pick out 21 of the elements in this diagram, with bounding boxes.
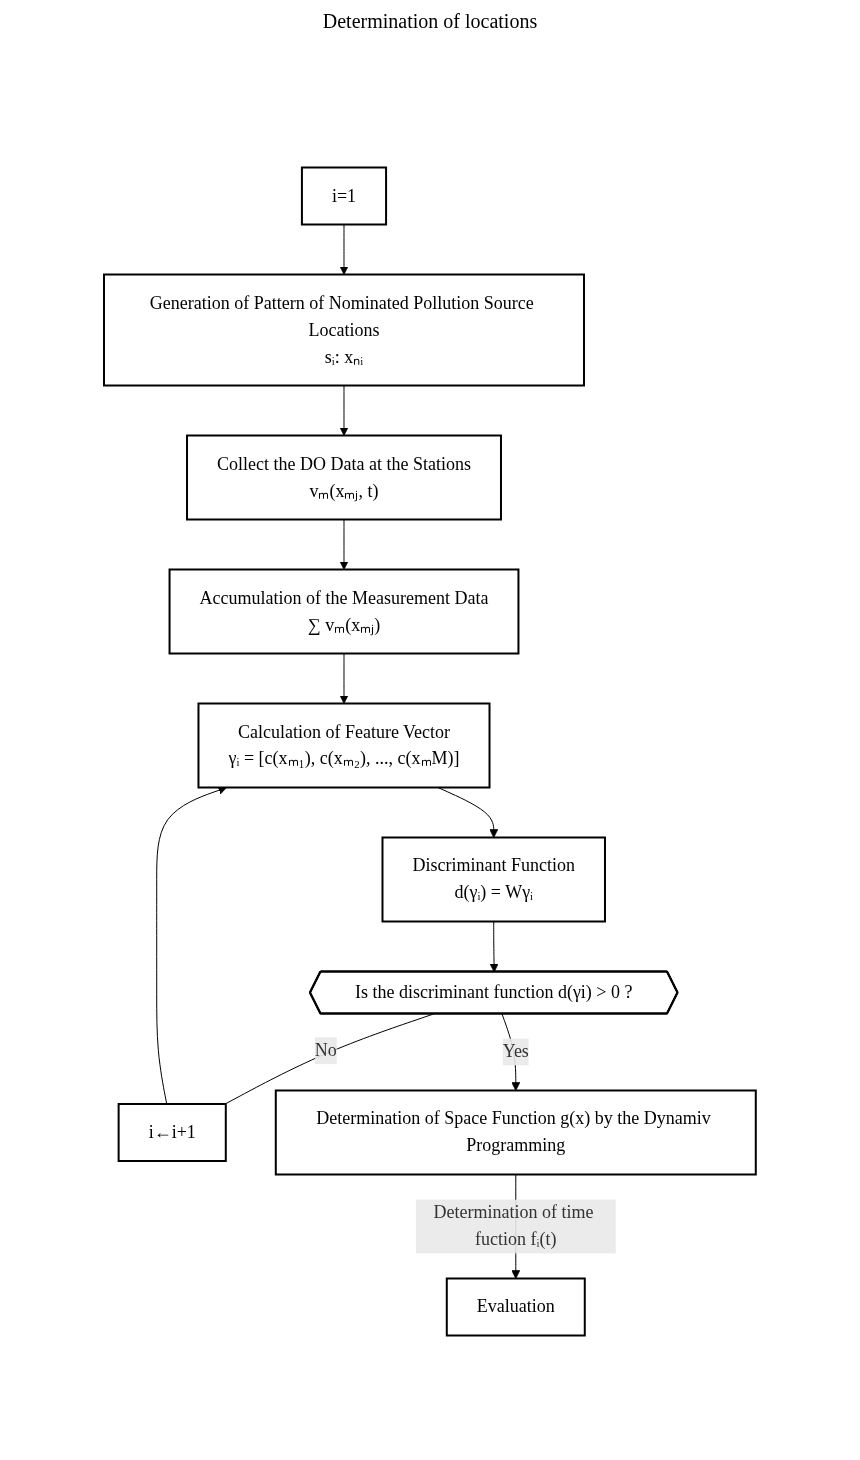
node-box: Evaluation [445,1277,586,1337]
arrow [156,786,228,1105]
arrow [437,787,499,838]
arrow [339,519,349,570]
node-box: Discriminant Function d(γᵢ) = Wγᵢ [381,836,607,923]
node-box: Collect the DO Data at the Stations vₘ(xₘⱼ, t) [186,434,503,521]
arrow [489,921,499,973]
connector [224,1013,435,1105]
arrow [339,385,349,436]
arrow [339,653,349,704]
edge-label: Determination of time fuction fᵢ(t) [433,1202,594,1250]
node-box: Accumulation of the Measurement Data ∑ vₘ(xₘⱼ) [168,568,520,655]
node-box: Determination of Space Function g(x) by the Dynamiv Programming [274,1089,757,1176]
note-text: Determination of locations [322,10,538,33]
node-box: i=1 [301,166,388,226]
edge-label: No [314,1040,337,1061]
node-box: Calculation of Feature Vector γᵢ = [c(xₘ₁), c(xₘ₂), ..., c(xₘM)] [197,702,491,789]
arrow [339,224,349,275]
node-box: Generation of Pattern of Nominated Pollution Source Locations sᵢ: xₙᵢ [103,273,586,387]
node-box: i←i+1 [117,1103,227,1162]
edge-label: Yes [502,1041,529,1062]
